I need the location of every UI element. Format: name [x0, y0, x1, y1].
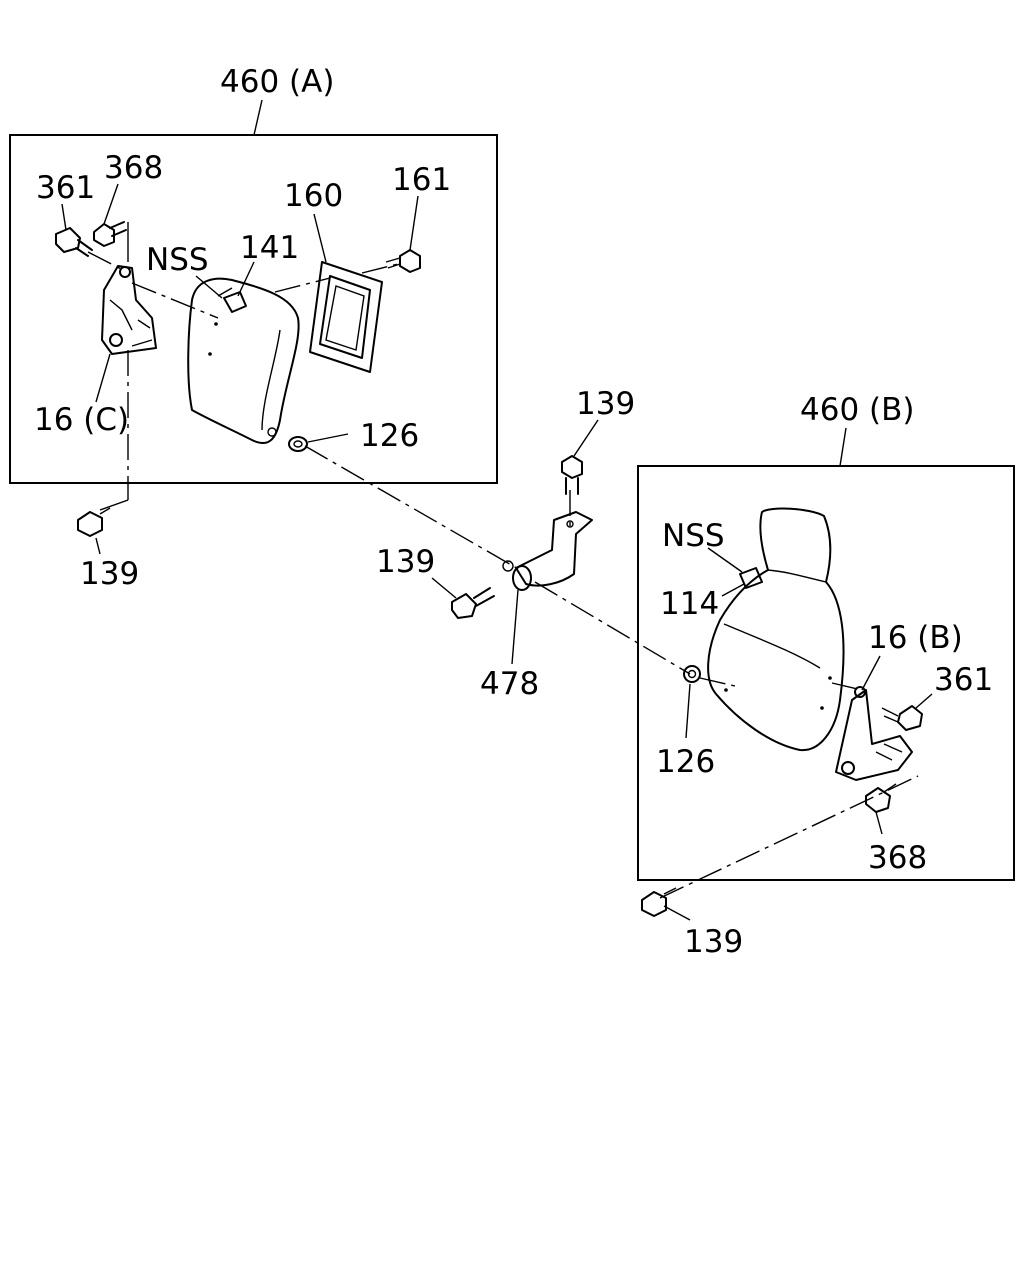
label-a-16c: 16 (C): [34, 402, 129, 438]
label-b-126: 126: [656, 744, 715, 780]
leader-b-361: [915, 693, 933, 709]
group-b-leader: [839, 427, 847, 467]
group-b-frame: [637, 465, 1015, 881]
label-c-139-top: 139: [576, 386, 635, 422]
label-c-139-left: 139: [376, 544, 435, 580]
bolt-139-b-below: [641, 887, 677, 917]
leader-a-361: [61, 203, 67, 231]
label-c-478: 478: [480, 666, 539, 702]
hinge-bracket-16b: [835, 686, 913, 781]
label-a-368: 368: [104, 150, 163, 186]
screw-161: [385, 249, 421, 273]
bolt-368-a: [93, 221, 127, 247]
hinge-bracket-16c: [101, 265, 157, 355]
leader-a-368: [103, 183, 119, 225]
bolt-368-b: [865, 783, 897, 813]
label-a-361: 361: [36, 170, 95, 206]
leader-a-139: [95, 537, 101, 555]
leader-c-139-left: [431, 577, 457, 599]
label-b-368: 368: [868, 840, 927, 876]
label-b-361: 361: [934, 662, 993, 698]
leader-a-161: [409, 195, 419, 251]
clip-114: [739, 567, 763, 589]
group-a-leader: [253, 99, 263, 136]
label-b-139: 139: [684, 924, 743, 960]
leader-a-139-bolt: [99, 499, 129, 511]
label-a-nss: NSS: [146, 242, 209, 278]
bush-126-b: [683, 665, 701, 683]
centerline-a-hinge: [131, 282, 219, 319]
leader-c-478: [511, 589, 519, 665]
bolt-139-top: [561, 455, 583, 495]
centerline-b-lower: [659, 775, 919, 899]
label-a-139: 139: [80, 556, 139, 592]
leader-c-139-top: [573, 419, 599, 457]
leader-b-368: [875, 811, 883, 835]
bolt-361-a: [55, 227, 93, 257]
label-a-141: 141: [240, 230, 299, 266]
leader-b-16b: [861, 655, 881, 691]
label-a-161: 161: [392, 162, 451, 198]
bolt-139-center-left: [451, 587, 495, 619]
bolt-139-a-below: [77, 507, 111, 537]
leader-a-16c: [95, 353, 111, 403]
clip-141: [217, 287, 247, 313]
leader-b-nss: [707, 547, 743, 573]
group-b-label: 460 (B): [800, 392, 914, 428]
group-a-frame: [9, 134, 498, 484]
leader-a-nss: [195, 275, 223, 299]
group-a-label: 460 (A): [220, 64, 334, 100]
leader-a-141: [237, 261, 255, 297]
label-b-nss: NSS: [662, 518, 725, 554]
centerline-b-pivot: [534, 581, 691, 675]
seat-back-b: [707, 507, 845, 752]
leader-a-126: [307, 433, 349, 443]
leader-b-114: [721, 583, 745, 597]
centerline-a-screw: [361, 263, 399, 274]
leader-a-160: [313, 213, 327, 263]
leader-b-139: [663, 905, 691, 921]
bush-126-a: [288, 436, 308, 452]
label-b-16b: 16 (B): [868, 620, 963, 656]
centerline-b-hinge: [831, 682, 863, 691]
bracket-478: [502, 511, 593, 591]
bolt-361-b: [881, 705, 923, 731]
seat-back-a: [187, 277, 300, 445]
centerline-a-cover: [274, 277, 331, 293]
label-a-126: 126: [360, 418, 419, 454]
label-a-160: 160: [284, 178, 343, 214]
leader-b-126: [685, 683, 691, 739]
centerline-b-bush: [699, 677, 736, 687]
cover-160: [309, 261, 383, 373]
label-b-114: 114: [660, 586, 719, 622]
